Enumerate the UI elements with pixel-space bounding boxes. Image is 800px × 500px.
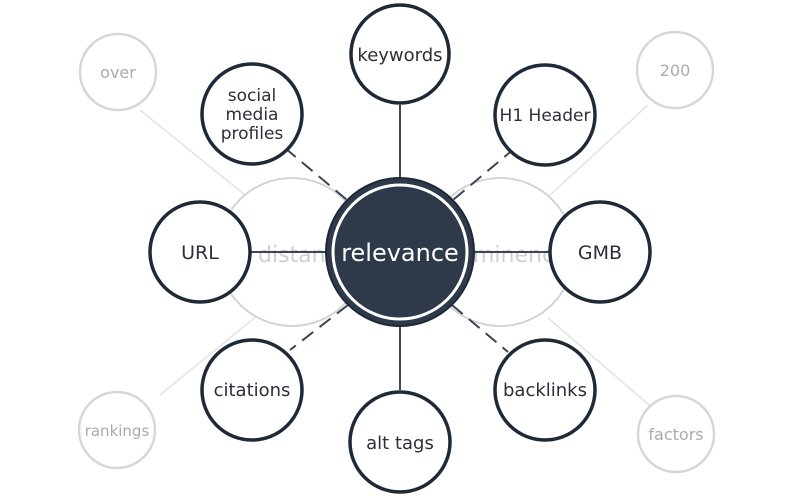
connector-h1	[452, 147, 516, 201]
connector-citations	[289, 304, 349, 351]
node-url: URL	[148, 200, 252, 304]
outer-bubble-factors: factors	[636, 394, 716, 474]
node-label-h1: H1 Header	[500, 106, 591, 126]
node-label-social-3: profiles	[221, 124, 284, 144]
link-over	[139, 109, 246, 196]
outer-bubble-rankings: rankings	[77, 390, 157, 470]
node-label-backlinks: backlinks	[503, 380, 587, 401]
link-factors	[547, 317, 656, 411]
outer-label-factors: factors	[648, 425, 703, 444]
node-alt-tags: alt tags	[348, 390, 452, 494]
node-label-social-2: media	[226, 105, 279, 125]
node-backlinks: backlinks	[493, 338, 597, 442]
outer-label-rankings: rankings	[85, 422, 150, 440]
outer-label-over: over	[100, 63, 136, 82]
link-rankings	[159, 314, 259, 396]
outer-label-200: 200	[660, 61, 691, 80]
center-node-relevance: relevance	[325, 177, 475, 327]
node-h1-header: H1 Header	[493, 63, 597, 167]
outer-bubble-over: over	[78, 32, 158, 112]
node-social-media-profiles: social media profiles	[200, 62, 304, 166]
node-label-url: URL	[181, 242, 219, 264]
outer-bubble-200: 200	[635, 30, 715, 110]
node-label-social-1: social	[228, 86, 276, 106]
connector-backlinks	[451, 304, 509, 353]
node-label-keywords: keywords	[357, 45, 442, 66]
node-keywords: keywords	[349, 3, 451, 105]
node-label-citations: citations	[214, 380, 291, 401]
node-label-alt-tags: alt tags	[366, 433, 434, 454]
center-label: relevance	[341, 239, 459, 267]
link-200	[549, 104, 649, 196]
connector-social	[284, 147, 348, 201]
node-label-gmb: GMB	[578, 242, 622, 264]
node-citations: citations	[200, 338, 304, 442]
node-gmb: GMB	[548, 200, 652, 304]
